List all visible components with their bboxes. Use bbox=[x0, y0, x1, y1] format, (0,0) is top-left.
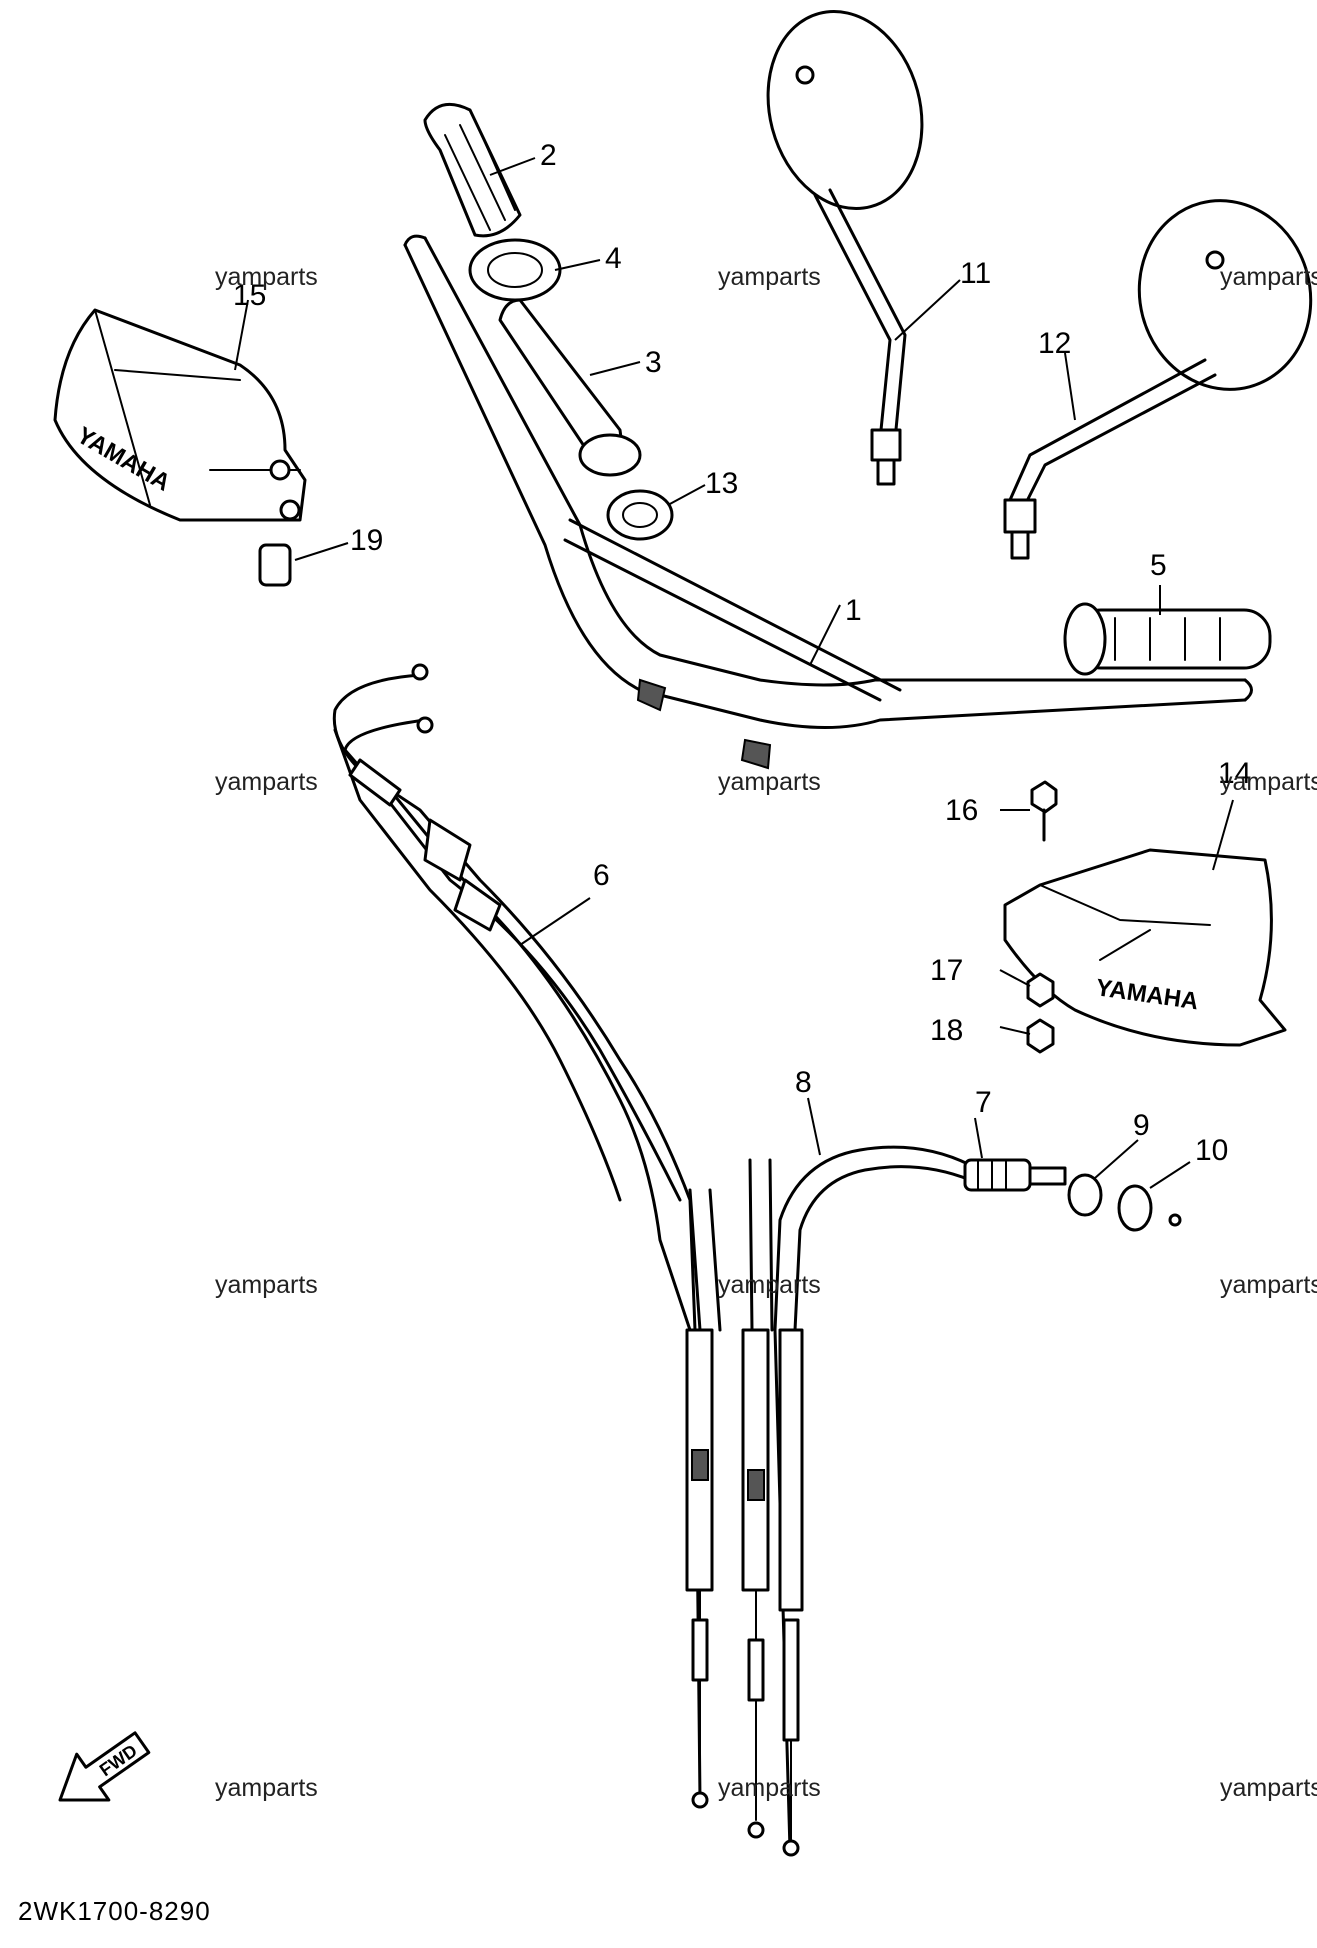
left-mirror bbox=[766, 9, 924, 486]
watermark: yamparts bbox=[718, 1271, 821, 1299]
watermark: yamparts bbox=[215, 1774, 318, 1802]
callout-4: 4 bbox=[605, 242, 622, 275]
watermark: yamparts bbox=[215, 768, 318, 796]
right-handguard: YAMAHA bbox=[1003, 848, 1287, 1047]
callout-19: 19 bbox=[350, 524, 383, 557]
callout-5: 5 bbox=[1150, 549, 1167, 582]
callout-17: 17 bbox=[930, 954, 963, 987]
adjuster-washer bbox=[1117, 1184, 1182, 1232]
bushing bbox=[606, 489, 674, 541]
callouts: 1 2 3 4 5 6 7 8 9 10 11 12 13 14 15 16 1… bbox=[233, 139, 1251, 1167]
callout-3: 3 bbox=[645, 346, 662, 379]
callout-7: 7 bbox=[975, 1086, 992, 1119]
right-grip bbox=[1063, 602, 1272, 676]
callout-12: 12 bbox=[1038, 327, 1071, 360]
watermark: yamparts bbox=[215, 263, 318, 291]
leader-lines bbox=[234, 157, 1234, 1189]
right-mirror bbox=[1003, 199, 1313, 560]
nut-18 bbox=[1026, 1018, 1055, 1054]
handlebar bbox=[403, 234, 1253, 770]
callout-9: 9 bbox=[1133, 1109, 1150, 1142]
watermark: yamparts bbox=[1220, 1774, 1317, 1802]
forward-arrow: FWD bbox=[58, 1731, 151, 1802]
watermark: yamparts bbox=[718, 1774, 821, 1802]
callout-14: 14 bbox=[1218, 757, 1251, 790]
watermark: yamparts bbox=[1220, 263, 1317, 291]
callout-1: 1 bbox=[845, 594, 862, 627]
cable-adjuster bbox=[963, 1158, 1067, 1192]
callout-10: 10 bbox=[1195, 1134, 1228, 1167]
callout-18: 18 bbox=[930, 1014, 963, 1047]
left-grip bbox=[423, 102, 522, 238]
diagram-code: 2WK1700-8290 bbox=[18, 1896, 211, 1926]
callout-16: 16 bbox=[945, 794, 978, 827]
left-handguard: YAMAHA bbox=[53, 308, 307, 522]
adjuster-nut bbox=[1067, 1173, 1103, 1217]
throttle-cables bbox=[332, 663, 774, 1839]
callout-11: 11 bbox=[960, 257, 991, 290]
watermark: yamparts bbox=[1220, 768, 1317, 796]
callout-2: 2 bbox=[540, 139, 557, 172]
callout-13: 13 bbox=[705, 467, 738, 500]
watermark: yamparts bbox=[1220, 1271, 1317, 1299]
callout-15: 15 bbox=[233, 279, 266, 312]
watermark: yamparts bbox=[215, 1271, 318, 1299]
clutch-cable bbox=[773, 1145, 972, 1857]
spacer bbox=[258, 543, 292, 587]
callout-8: 8 bbox=[795, 1066, 812, 1099]
throttle-tube bbox=[498, 298, 642, 477]
bolt bbox=[1030, 780, 1058, 842]
watermarks: yamparts yamparts yamparts yamparts yamp… bbox=[215, 263, 1317, 1802]
callout-6: 6 bbox=[593, 859, 610, 892]
watermark: yamparts bbox=[718, 768, 821, 796]
grip-collar bbox=[468, 238, 562, 302]
watermark: yamparts bbox=[718, 263, 821, 291]
nut-17 bbox=[1026, 972, 1055, 1008]
